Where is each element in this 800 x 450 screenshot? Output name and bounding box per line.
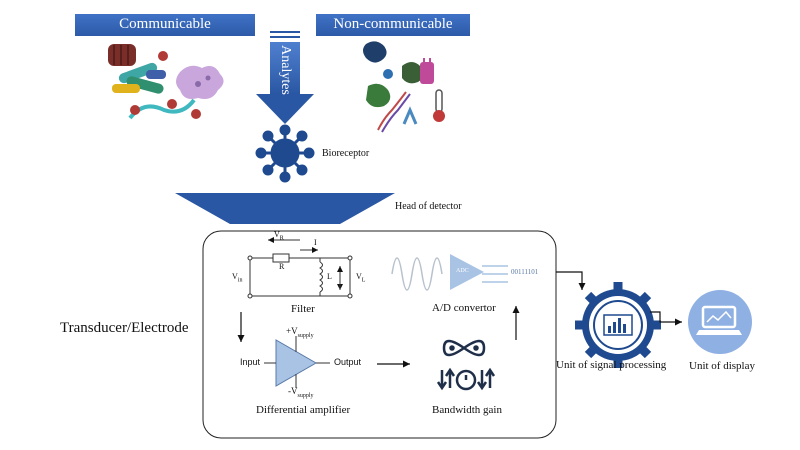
filter-vin-label: Vin: [232, 272, 243, 284]
communicable-box: Communicable: [75, 14, 255, 36]
bioreceptor-icon: [255, 124, 315, 183]
transducer-label: Transducer/Electrode: [60, 320, 189, 336]
display-label: Unit of display: [689, 360, 755, 372]
bandwidth-gain-label: Bandwidth gain: [432, 404, 502, 416]
transducer-to-processing-arrow: [556, 271, 586, 290]
adc-bits-label: 00111101: [511, 268, 539, 276]
adc-chip-label: ADC: [456, 268, 469, 274]
adc-label: A/D convertor: [432, 302, 496, 314]
non-communicable-box: Non-communicable: [316, 14, 470, 36]
head-of-detector-shape: [175, 193, 395, 224]
head-of-detector-label: Head of detector: [395, 201, 462, 212]
analytes-label: Analytes: [278, 45, 293, 95]
processing-to-display-arrow: [650, 311, 682, 326]
filter-circuit: [247, 237, 353, 299]
communicable-microbes-illustration: [108, 44, 224, 120]
non-communicable-illustration: [363, 41, 445, 133]
signal-processing-gear-icon: [575, 282, 661, 368]
analytes-arrow: [256, 31, 314, 124]
amplifier-graphic: [264, 336, 330, 388]
filter-label: Filter: [291, 303, 315, 315]
bioreceptor-label: Bioreceptor: [322, 148, 370, 159]
filter-vl-label: VL: [356, 272, 366, 284]
amplifier-label: Differential amplifier: [256, 404, 351, 416]
adc-graphic: [391, 254, 508, 291]
filter-vr-label: VR: [274, 230, 284, 242]
bandwidth-gain-icon: [436, 339, 496, 391]
display-laptop-icon: [688, 290, 752, 354]
amplifier-input-label: Input: [240, 357, 261, 367]
signal-processing-label: Unit of signal processing: [556, 359, 667, 371]
amplifier-output-label: Output: [334, 357, 362, 367]
amplifier-vminus-label: -Vsupply: [288, 386, 314, 399]
amplifier-vplus-label: +Vsupply: [286, 326, 314, 339]
transducer-box: [202, 230, 557, 439]
filter-current-label: I: [314, 238, 317, 247]
filter-resistor-label: R: [279, 262, 285, 271]
filter-inductor-label: L: [327, 272, 332, 281]
